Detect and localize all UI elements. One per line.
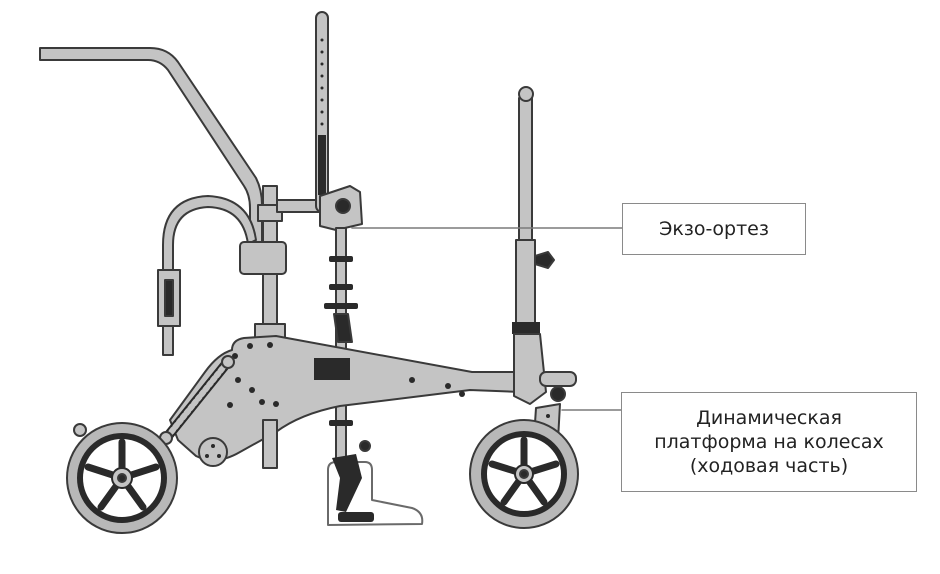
steering-collar [512, 322, 540, 334]
exo-upright-holes [318, 38, 326, 195]
foot-ankle-joint [332, 454, 362, 512]
foot-sole [338, 512, 374, 522]
callout-dynamic-platform: Динамическая платформа на колесах (ходов… [621, 392, 917, 492]
exo-knee-hinge [335, 198, 351, 214]
front-bracket [539, 371, 577, 387]
callout-exo-orthosis-text: Экзо-ортез [659, 218, 769, 240]
rear-stop-knob [73, 423, 87, 437]
frame-rear-pivot-holes [205, 444, 221, 458]
frame-rear-pivot [198, 437, 228, 467]
front-bracket-knob [550, 386, 566, 402]
exo-knob [359, 440, 371, 452]
callout-platform-line-2: платформа на колесах [654, 431, 884, 453]
shock-absorber [159, 355, 235, 445]
steering-lock-knob [534, 251, 555, 269]
steering-top-knob [518, 86, 534, 102]
push-handle [39, 47, 263, 246]
callout-exo-orthosis: Экзо-ортез [622, 203, 806, 255]
callout-platform-line-1: Динамическая [696, 407, 842, 429]
rear-wheel-axle [117, 473, 127, 483]
steering-column-sleeve [515, 239, 536, 331]
post-lower-leg [262, 419, 278, 469]
platform-bolts [227, 342, 465, 408]
callout-platform-line-3: (ходовая часть) [689, 455, 849, 477]
steering-fork [513, 333, 547, 405]
exo-thigh-pad [333, 313, 353, 343]
platform-label-plate [314, 358, 350, 380]
post-clamp-mid [239, 241, 287, 275]
front-wheel-axle [519, 469, 529, 479]
side-rail-clamp-slot [164, 279, 174, 317]
platform-frame [169, 335, 523, 462]
